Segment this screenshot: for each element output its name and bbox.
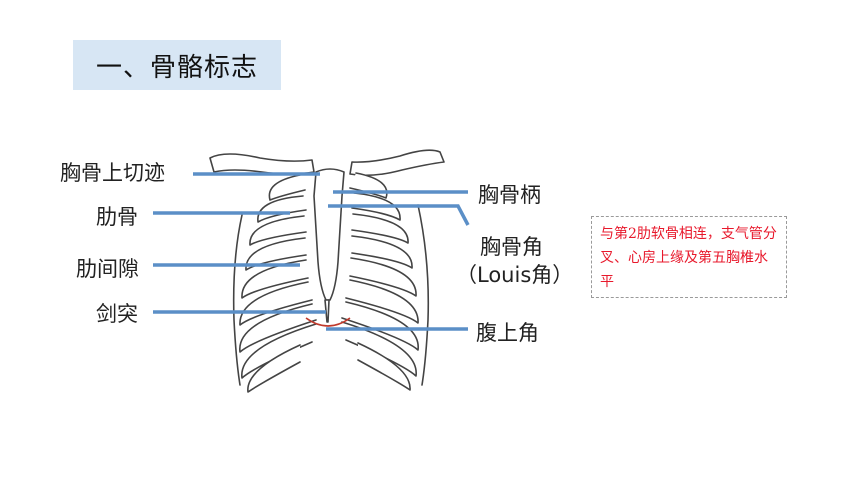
label-rib: 肋骨: [96, 205, 138, 229]
label-sternal-angle: 胸骨角: [480, 235, 543, 259]
label-manubrium: 胸骨柄: [478, 183, 541, 207]
section-title: 一、骨骼标志: [73, 40, 281, 90]
label-louis-angle: （Louis角）: [456, 263, 574, 287]
note-box: 与第2肋软骨相连，支气管分叉、心房上缘及第五胸椎水平: [591, 216, 787, 298]
leader-sternal-angle: [328, 204, 470, 226]
label-xiphoid: 剑突: [96, 302, 138, 326]
label-epigastric-angle: 腹上角: [476, 321, 539, 345]
label-intercostal-space: 肋间隙: [76, 257, 139, 281]
label-sternal-notch: 胸骨上切迹: [60, 161, 165, 185]
